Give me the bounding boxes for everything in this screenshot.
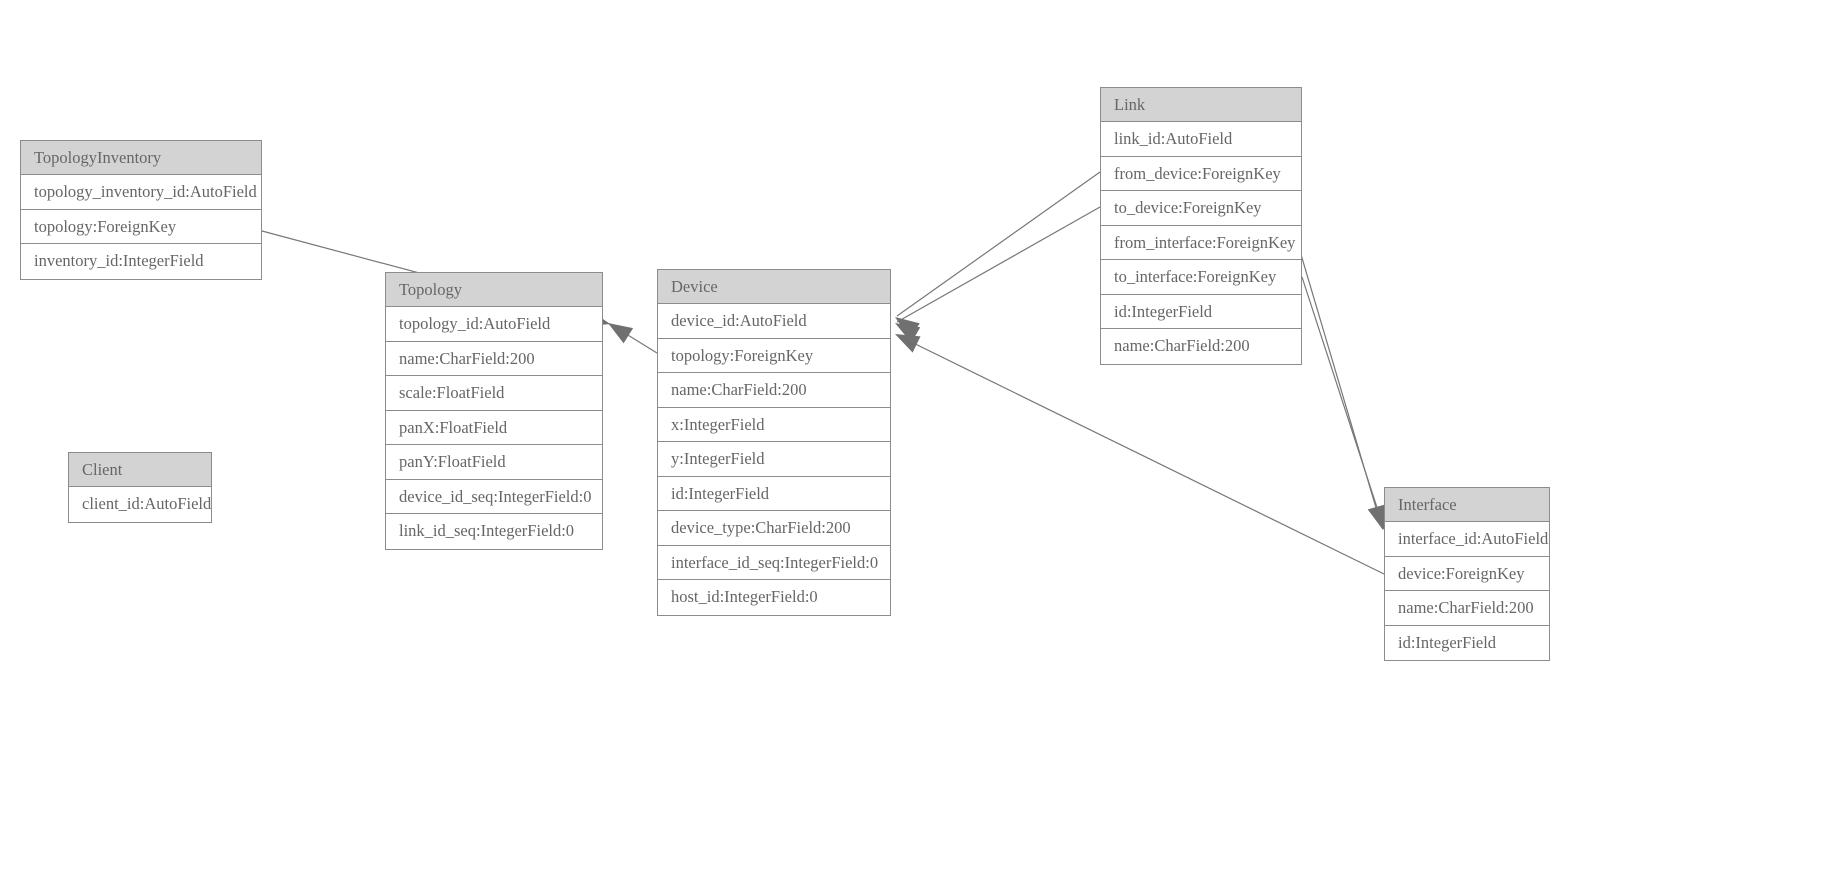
relation-line-rel-link-todevice-device (896, 206, 1101, 323)
entity-title-topology_inventory: TopologyInventory (21, 141, 261, 175)
entity-field-row: topology_id:AutoField (386, 307, 602, 342)
relation-line-rel-device-topology (609, 323, 658, 354)
entity-field-row: topology_inventory_id:AutoField (21, 175, 261, 210)
entity-field-row: from_interface:ForeignKey (1101, 225, 1301, 260)
entity-title-client: Client (69, 453, 211, 487)
entity-field-row: host_id:IntegerField:0 (658, 580, 890, 615)
entity-field-row: panX:FloatField (386, 410, 602, 445)
entity-field-row: name:CharField:200 (1101, 329, 1301, 364)
entity-field-row: topology:ForeignKey (658, 338, 890, 373)
entity-field-row: device_id_seq:IntegerField:0 (386, 479, 602, 514)
relation-line-rel-link-tointerface-interface (1301, 276, 1385, 530)
entity-field-row: id:IntegerField (658, 476, 890, 511)
entity-field-row: to_interface:ForeignKey (1101, 260, 1301, 295)
entity-field-row: id:IntegerField (1385, 625, 1549, 660)
relation-line-rel-link-frominterface-interface (1296, 240, 1383, 529)
entity-field-row: device:ForeignKey (1385, 556, 1549, 591)
entity-field-row: link_id:AutoField (1101, 122, 1301, 157)
entity-field-row: scale:FloatField (386, 376, 602, 411)
entity-title-interface: Interface (1385, 488, 1549, 522)
relation-arrowhead-rel-interface-device (895, 334, 921, 353)
entity-title-link: Link (1101, 88, 1301, 122)
relation-line-rel-interface-device (896, 334, 1385, 575)
entity-field-row: y:IntegerField (658, 442, 890, 477)
entity-field-row: interface_id_seq:IntegerField:0 (658, 545, 890, 580)
entity-field-row: inventory_id:IntegerField (21, 244, 261, 279)
entity-field-row: topology:ForeignKey (21, 209, 261, 244)
entity-field-row: device_type:CharField:200 (658, 511, 890, 546)
entity-field-row: device_id:AutoField (658, 304, 890, 339)
entity-field-row: name:CharField:200 (658, 373, 890, 408)
entity-field-row: link_id_seq:IntegerField:0 (386, 514, 602, 549)
entity-field-row: interface_id:AutoField (1385, 522, 1549, 557)
entity-field-row: panY:FloatField (386, 445, 602, 480)
entity-title-topology: Topology (386, 273, 602, 307)
entity-field-row: name:CharField:200 (1385, 591, 1549, 626)
relation-line-rel-link-fromdevice-device (896, 171, 1101, 317)
entity-field-row: client_id:AutoField (69, 487, 211, 522)
entity-field-row: x:IntegerField (658, 407, 890, 442)
entity-title-device: Device (658, 270, 890, 304)
entity-field-row: name:CharField:200 (386, 341, 602, 376)
relation-arrowhead-rel-device-topology (608, 323, 634, 344)
entity-field-row: to_device:ForeignKey (1101, 191, 1301, 226)
entity-field-row: from_device:ForeignKey (1101, 156, 1301, 191)
entity-field-row: id:IntegerField (1101, 294, 1301, 329)
relation-arrowhead-rel-link-todevice-device (895, 323, 921, 343)
relation-arrowhead-rel-link-fromdevice-device (895, 317, 920, 339)
